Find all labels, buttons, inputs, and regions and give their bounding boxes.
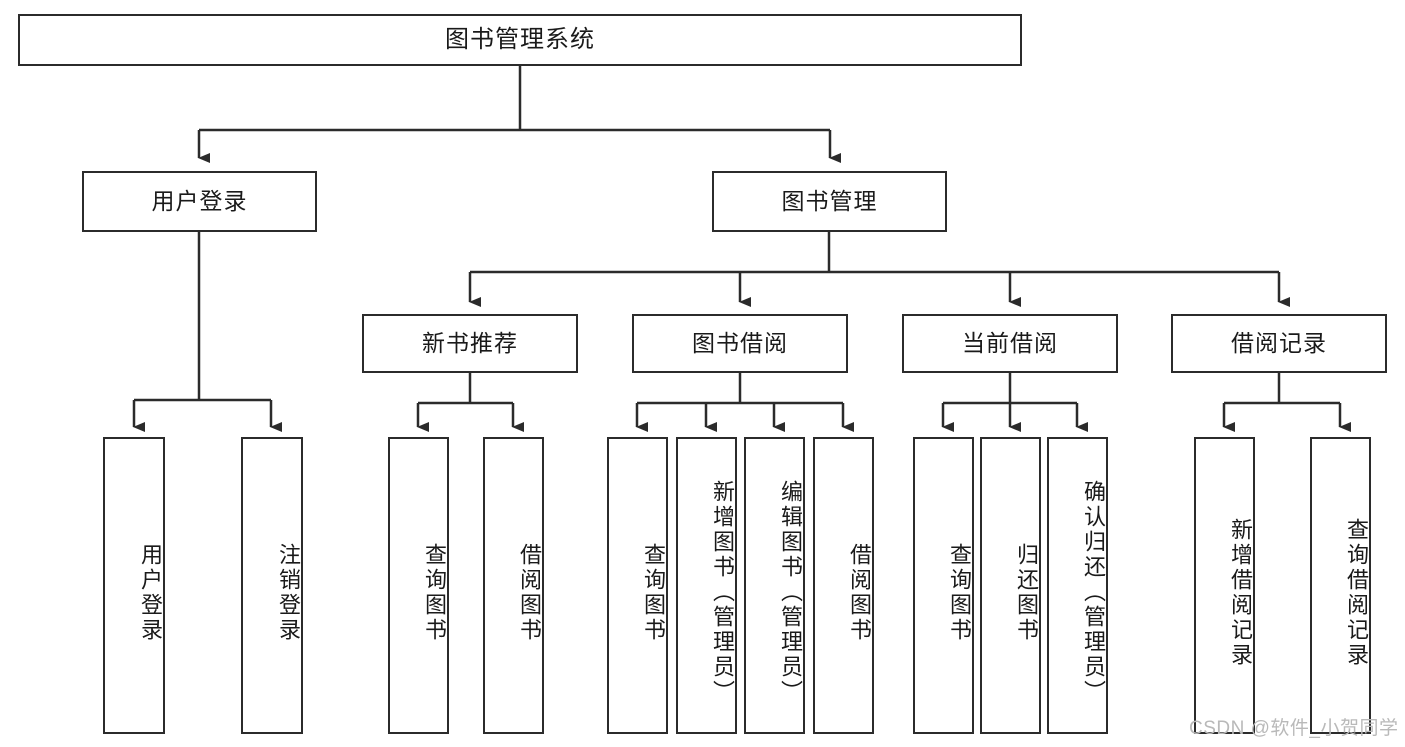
node-label: 编辑图书（管理员） bbox=[778, 480, 803, 705]
node-label: 借阅记录 bbox=[1231, 329, 1327, 356]
node-book-manage[interactable]: 图书管理 bbox=[712, 171, 947, 232]
node-label: 确认归还（管理员） bbox=[1081, 480, 1106, 705]
node-leaf-edit-book[interactable]: 编辑图书（管理员） bbox=[744, 437, 805, 734]
node-leaf-add-record[interactable]: 新增借阅记录 bbox=[1194, 437, 1255, 734]
node-label: 新书推荐 bbox=[422, 329, 518, 356]
node-label: 用户登录 bbox=[151, 187, 248, 214]
node-leaf-user-login[interactable]: 用户登录 bbox=[103, 437, 165, 734]
node-current-borrow[interactable]: 当前借阅 bbox=[902, 314, 1118, 373]
node-label: 查询借阅记录 bbox=[1344, 517, 1369, 668]
node-leaf-confirm-return[interactable]: 确认归还（管理员） bbox=[1047, 437, 1108, 734]
node-label: 图书管理系统 bbox=[445, 25, 595, 53]
node-leaf-borrow-book-2[interactable]: 借阅图书 bbox=[813, 437, 874, 734]
node-label: 查询图书 bbox=[422, 542, 447, 643]
node-label: 查询图书 bbox=[947, 542, 972, 643]
node-leaf-query-book-3[interactable]: 查询图书 bbox=[913, 437, 974, 734]
node-label: 用户登录 bbox=[138, 542, 163, 643]
node-label: 查询图书 bbox=[641, 542, 666, 643]
node-label: 归还图书 bbox=[1014, 542, 1039, 643]
node-new-book-recommend[interactable]: 新书推荐 bbox=[362, 314, 578, 373]
node-root[interactable]: 图书管理系统 bbox=[18, 14, 1022, 66]
node-leaf-borrow-book-1[interactable]: 借阅图书 bbox=[483, 437, 544, 734]
node-leaf-return-book[interactable]: 归还图书 bbox=[980, 437, 1041, 734]
node-leaf-query-book-2[interactable]: 查询图书 bbox=[607, 437, 668, 734]
node-leaf-user-logout[interactable]: 注销登录 bbox=[241, 437, 303, 734]
node-label: 借阅图书 bbox=[847, 542, 872, 643]
node-user-login[interactable]: 用户登录 bbox=[82, 171, 317, 232]
node-label: 当前借阅 bbox=[962, 329, 1058, 356]
node-leaf-query-record[interactable]: 查询借阅记录 bbox=[1310, 437, 1371, 734]
node-borrow-record[interactable]: 借阅记录 bbox=[1171, 314, 1387, 373]
node-leaf-query-book-1[interactable]: 查询图书 bbox=[388, 437, 449, 734]
node-label: 图书借阅 bbox=[692, 329, 788, 356]
node-label: 借阅图书 bbox=[517, 542, 542, 643]
csdn-watermark: CSDN @软件_小贺同学 bbox=[1189, 718, 1399, 739]
node-label: 新增图书（管理员） bbox=[710, 480, 735, 705]
node-label: 注销登录 bbox=[276, 542, 301, 643]
node-label: 新增借阅记录 bbox=[1228, 517, 1253, 668]
node-book-borrow[interactable]: 图书借阅 bbox=[632, 314, 848, 373]
node-leaf-add-book[interactable]: 新增图书（管理员） bbox=[676, 437, 737, 734]
node-label: 图书管理 bbox=[781, 187, 878, 214]
